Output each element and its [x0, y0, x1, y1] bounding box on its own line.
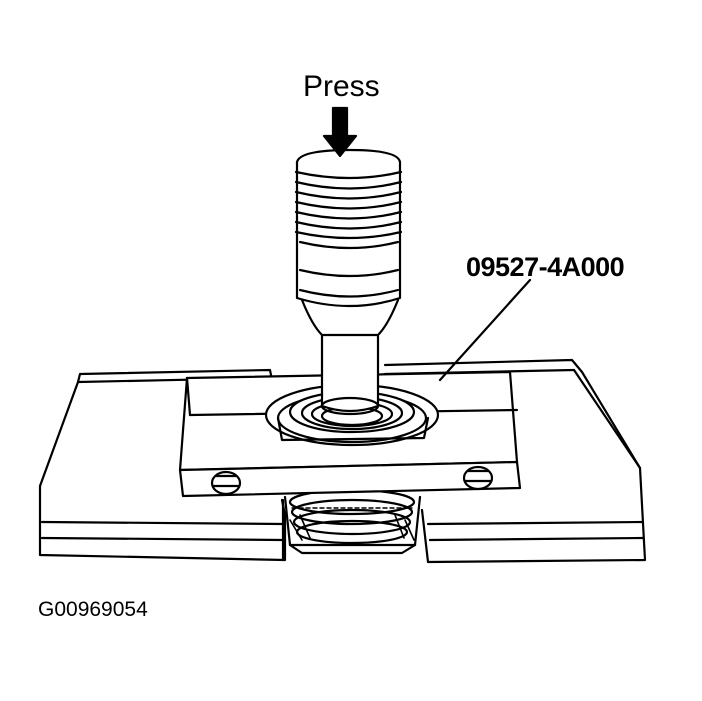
bearing-lower	[283, 488, 422, 555]
leader-line	[438, 278, 532, 382]
bolt-left	[210, 470, 242, 496]
figure-id-label: G00969054	[38, 598, 148, 621]
part-number-label: 09527-4A000	[466, 252, 625, 282]
press-arrow-icon	[322, 106, 358, 158]
bolt-right	[462, 465, 494, 491]
press-ram	[294, 148, 403, 416]
press-label: Press	[303, 70, 380, 103]
